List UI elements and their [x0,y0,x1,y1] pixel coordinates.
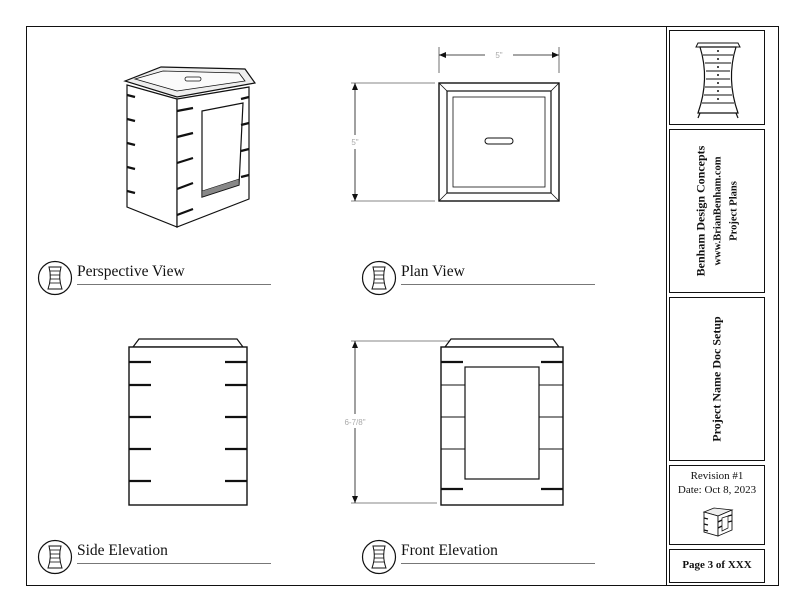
label-underline [77,563,271,564]
front-elevation-drawing: 6-7/8" [341,338,564,506]
logo-box [669,30,765,125]
cabinet-emblem-icon [37,260,73,296]
drawing-area: 5" 5" [27,27,667,585]
cabinet-emblem-icon [361,260,397,296]
cabinet-emblem-icon [37,539,73,575]
company-info-text: Benham Design Concepts www.BrianBenham.c… [691,146,742,277]
perspective-view-drawing [123,66,257,228]
page-number: Page 3 of XXX [682,559,752,571]
label-underline [401,563,595,564]
plan-depth-dimension: 5" [351,138,358,147]
drawing-sheet: 5" 5" [26,26,779,586]
project-name-box: Project Name Doc Setup [669,297,765,461]
revision-info: Revision #1 Date: Oct 8, 2023 [670,469,764,498]
revision-date: Date: Oct 8, 2023 [677,484,757,497]
company-website: www.BrianBenham.com [712,156,724,266]
label-underline [77,284,271,285]
front-height-dimension: 6-7/8" [344,418,365,427]
dresser-logo-icon [695,42,741,119]
plan-width-dimension: 5" [495,51,502,60]
label-underline [401,284,595,285]
company-info-box: Benham Design Concepts www.BrianBenham.c… [669,129,765,293]
document-category: Project Plans [728,181,740,241]
company-name: Benham Design Concepts [693,145,708,277]
side-elevation-label: Side Elevation [77,542,168,559]
page-number-box: Page 3 of XXX [669,549,765,583]
revision-number: Revision #1 [690,470,744,482]
cabinet-emblem-icon [361,539,397,575]
box-thumbnail-icon [702,507,734,537]
perspective-view-label: Perspective View [77,263,185,280]
revision-box: Revision #1 Date: Oct 8, 2023 [669,465,765,545]
front-elevation-label: Front Elevation [401,542,498,559]
side-elevation-drawing [128,338,248,506]
title-block: Benham Design Concepts www.BrianBenham.c… [666,27,780,585]
plan-view-label: Plan View [401,263,465,280]
project-name: Project Name Doc Setup [709,316,724,442]
plan-view-drawing: 5" 5" [345,47,560,202]
